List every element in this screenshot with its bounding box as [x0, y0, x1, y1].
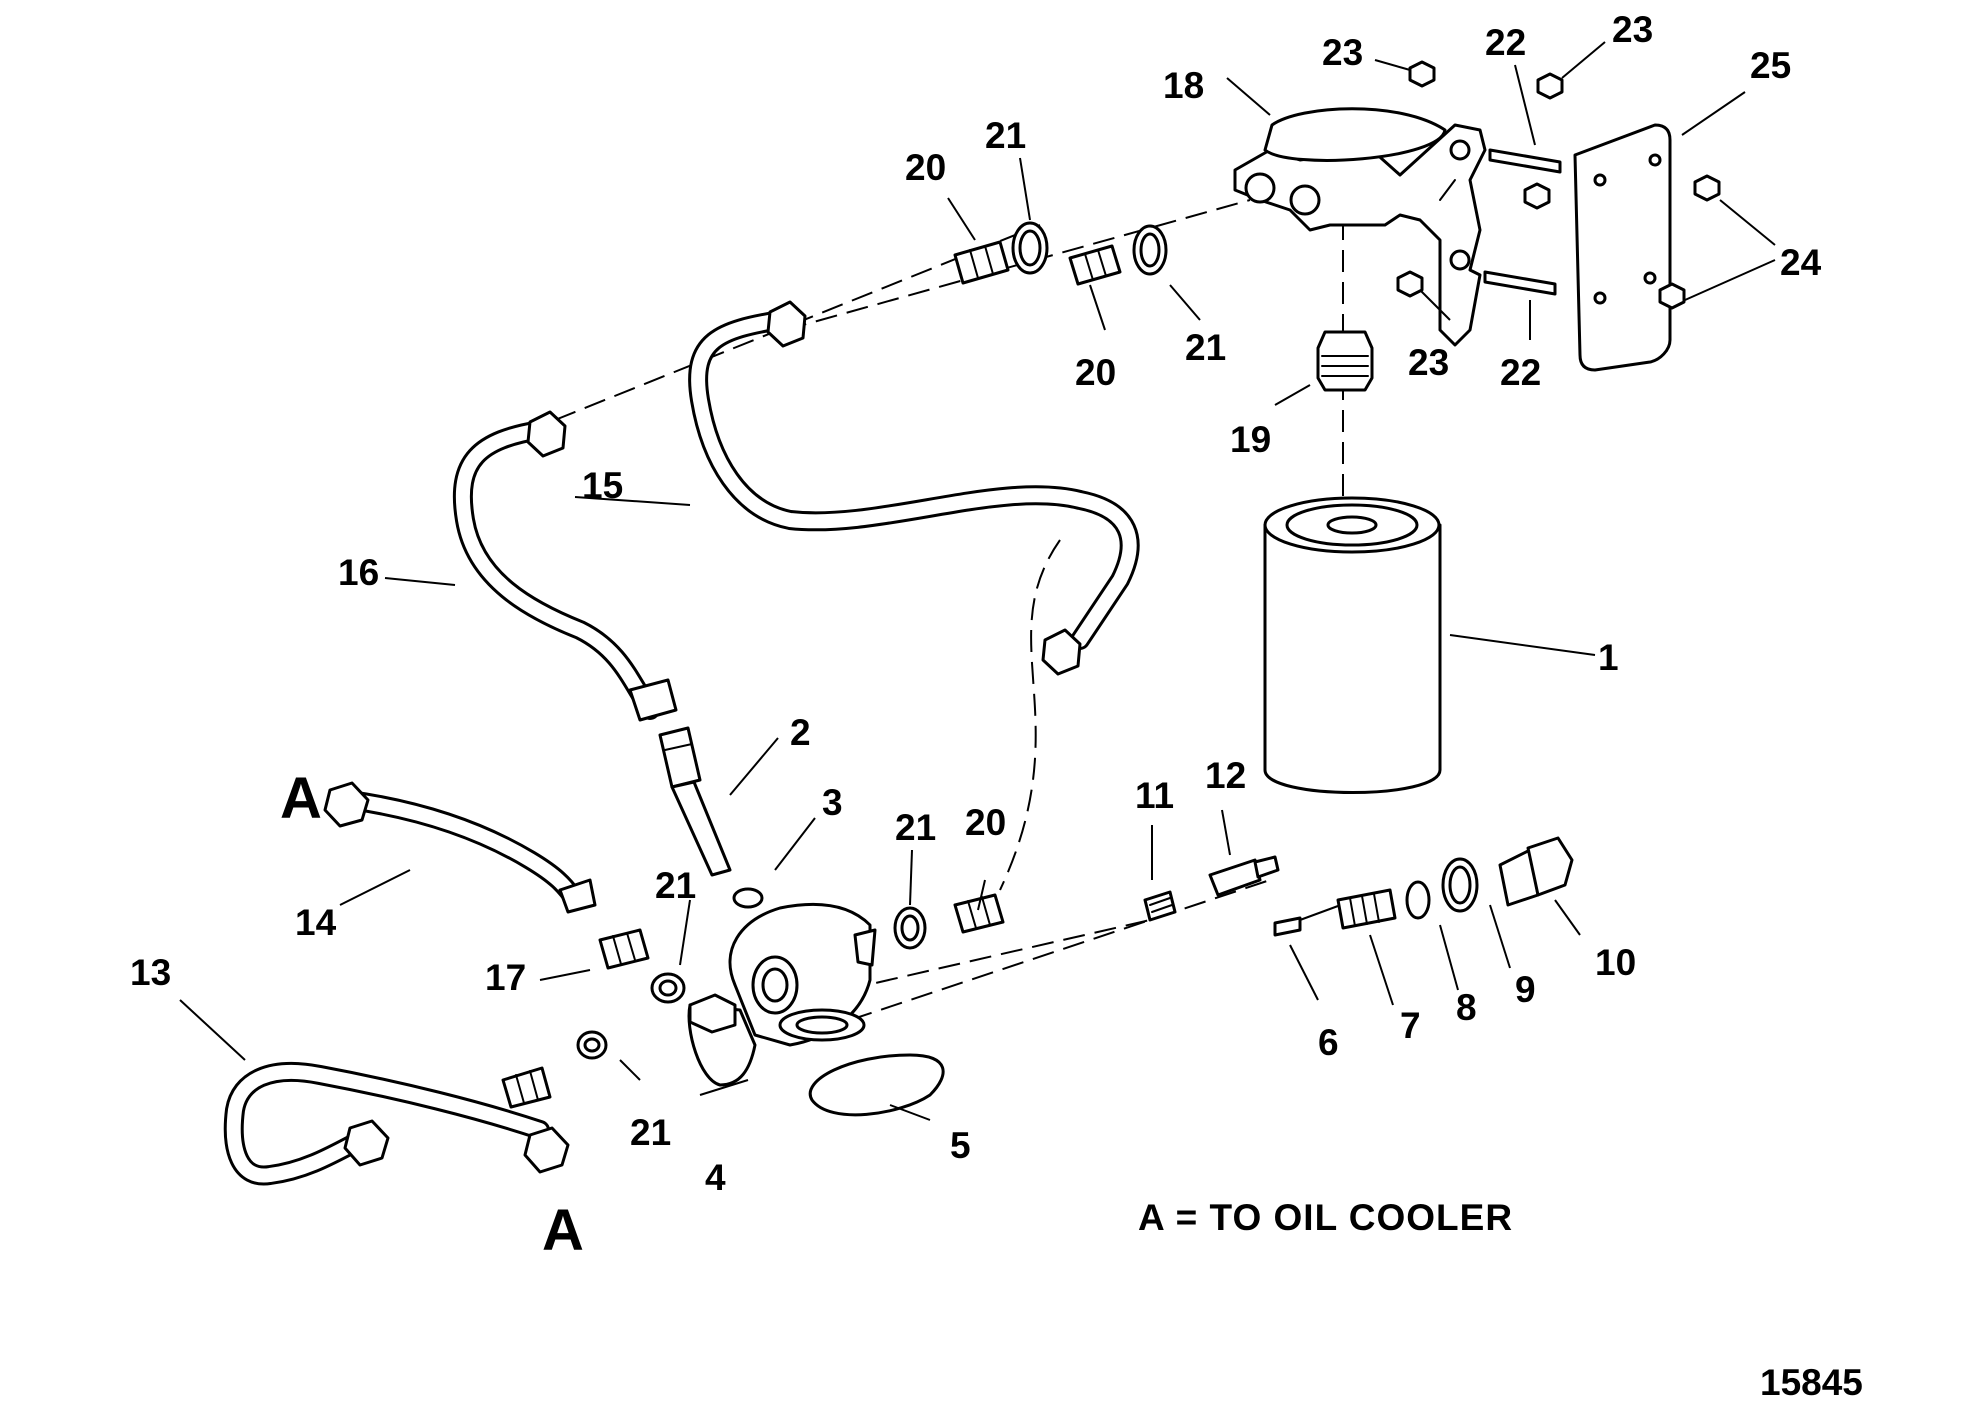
label-part-13: 13	[130, 952, 171, 993]
label-part-21d: 21	[655, 865, 696, 906]
valve-parts	[1143, 836, 1574, 937]
label-part-23b: 23	[1612, 9, 1653, 50]
label-part-20b: 20	[1075, 352, 1116, 393]
threaded-adapter	[1316, 330, 1374, 392]
label-part-8: 8	[1456, 987, 1477, 1028]
label-part-19: 19	[1230, 419, 1271, 460]
hose-16	[452, 410, 678, 722]
connection-marker-lower: A	[542, 1198, 584, 1263]
small-washer	[732, 887, 764, 909]
label-part-10: 10	[1595, 942, 1636, 983]
label-part-21b: 21	[1185, 327, 1226, 368]
hose-14	[323, 781, 597, 914]
label-part-1: 1	[1598, 637, 1619, 678]
label-part-18: 18	[1163, 65, 1204, 106]
o-ring	[808, 1053, 945, 1117]
oil-filter	[1263, 496, 1442, 794]
label-part-9: 9	[1515, 969, 1536, 1010]
label-part-6: 6	[1318, 1022, 1339, 1063]
label-part-21c: 21	[895, 807, 936, 848]
hose-15	[688, 300, 1140, 676]
figure-number: 15845	[1760, 1362, 1863, 1403]
label-part-16: 16	[338, 552, 379, 593]
label-part-15: 15	[582, 465, 623, 506]
label-part-2: 2	[790, 712, 811, 753]
tube-fitting	[658, 726, 732, 877]
label-part-20c: 20	[965, 802, 1006, 843]
label-part-24: 24	[1780, 242, 1822, 283]
mounting-plate	[1573, 123, 1672, 372]
connection-marker-upper: A	[280, 766, 322, 831]
label-part-12: 12	[1205, 755, 1246, 796]
hose-13	[223, 1061, 570, 1186]
lower-fittings	[501, 893, 1005, 1109]
label-part-22a: 22	[1485, 22, 1526, 63]
label-part-3: 3	[822, 782, 843, 823]
label-part-7: 7	[1400, 1005, 1421, 1046]
label-part-5: 5	[950, 1125, 971, 1166]
label-part-4: 4	[705, 1157, 726, 1198]
label-part-21e: 21	[630, 1112, 671, 1153]
label-part-23c: 23	[1408, 342, 1449, 383]
part-labels: 1 2 3 4 5 6 7 8 9 10 11 12 13 14 15 16 1…	[130, 9, 1822, 1198]
label-part-21a: 21	[985, 115, 1026, 156]
mounting-studs	[1483, 148, 1562, 296]
leader-lines	[179, 41, 1776, 1121]
legend-note: A = TO OIL COOLER	[1138, 1197, 1513, 1238]
label-part-20a: 20	[905, 147, 946, 188]
upper-fittings	[953, 221, 1168, 286]
filter-adapter-housing	[687, 902, 877, 1087]
label-part-17: 17	[485, 957, 526, 998]
label-part-14: 14	[295, 902, 337, 943]
nuts	[1396, 60, 1721, 310]
assembly-centerlines	[554, 199, 1344, 1041]
label-part-25: 25	[1750, 45, 1791, 86]
filter-mounting-bracket	[1233, 107, 1487, 347]
label-part-11: 11	[1135, 775, 1174, 816]
label-part-23a: 23	[1322, 32, 1363, 73]
label-part-22b: 22	[1500, 352, 1541, 393]
